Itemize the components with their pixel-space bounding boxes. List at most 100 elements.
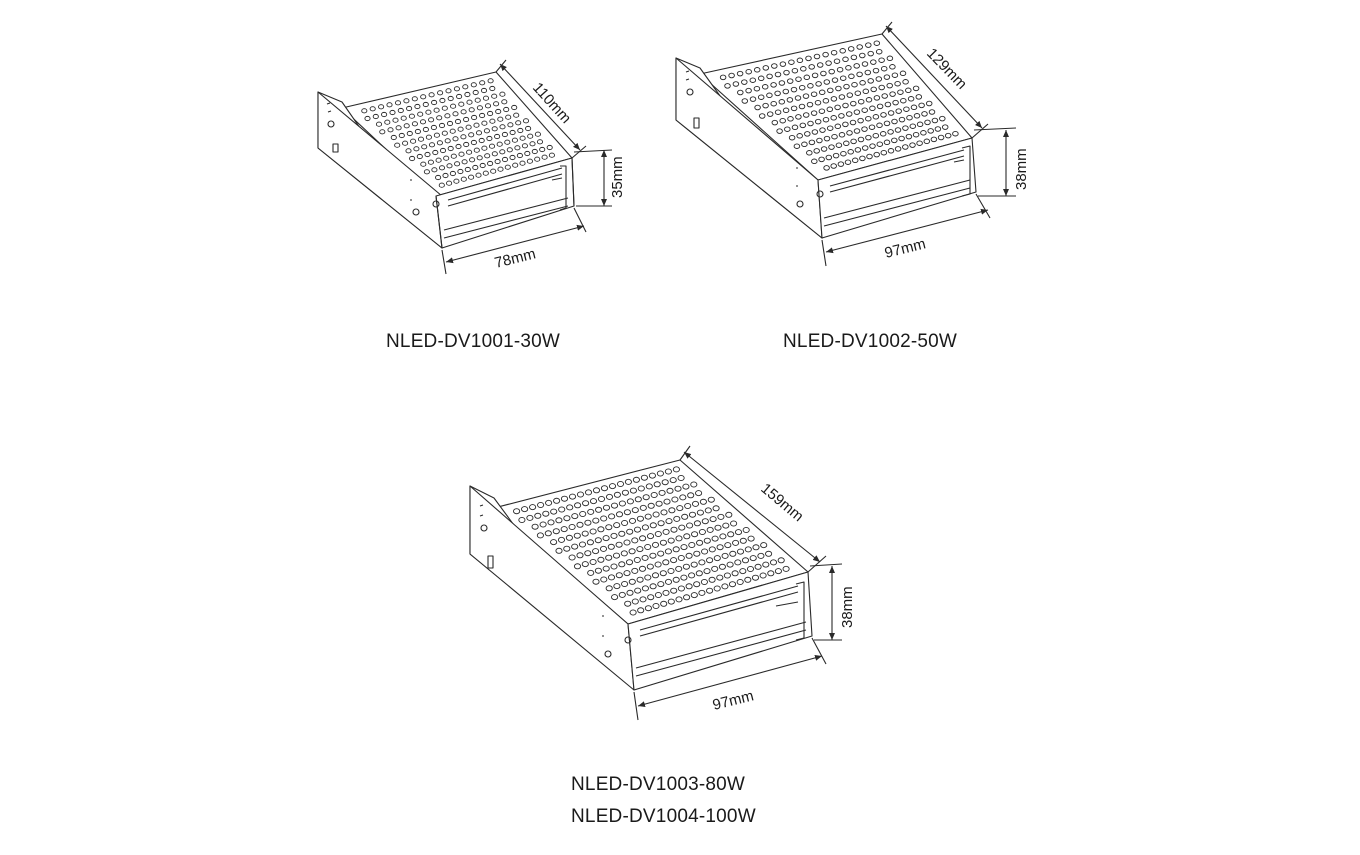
mounting-hole [604, 650, 612, 658]
vent-hole [718, 563, 726, 570]
vent-hole [774, 109, 782, 115]
vent-hole [870, 59, 877, 65]
vent-hole [754, 104, 761, 111]
vent-hole [774, 90, 781, 97]
vent-hole [581, 530, 589, 537]
vent-hole [683, 594, 691, 601]
vent-hole [634, 496, 642, 503]
vent-hole [398, 132, 405, 139]
vent-hole [666, 487, 674, 494]
vent-hole [435, 174, 442, 181]
vent-hole [466, 149, 473, 155]
vent-hole [555, 547, 563, 554]
vent-hole [873, 151, 880, 158]
vent-hole [883, 139, 891, 146]
vent-hole [865, 134, 872, 141]
vent-hole [796, 57, 804, 64]
vent-hole [690, 561, 698, 568]
vent-hole [795, 114, 802, 120]
vent-hole [818, 89, 826, 96]
vent-hole [612, 552, 621, 559]
vent-hole [857, 117, 864, 124]
vent-hole [599, 545, 608, 552]
vent-hole [732, 81, 740, 87]
vent-hole [600, 485, 609, 492]
vent-hole [534, 156, 541, 162]
vent-hole [421, 144, 428, 150]
vent-hole [856, 44, 863, 50]
vent-hole [411, 96, 418, 102]
vent-hole [815, 81, 822, 87]
vent-hole [875, 48, 883, 55]
vent-hole [512, 162, 519, 168]
vent-hole [766, 111, 774, 117]
vent-hole [431, 167, 438, 173]
vent-hole [682, 563, 690, 570]
vent-hole [461, 159, 468, 165]
vent-hole [820, 146, 828, 152]
vent-hole [838, 94, 846, 100]
vent-hole [592, 517, 600, 524]
vent-hole [446, 120, 454, 127]
vent-hole [639, 504, 647, 511]
vent-hole [547, 519, 555, 526]
vent-hole [417, 136, 425, 142]
vent-hole [579, 511, 587, 517]
vent-hole [810, 110, 818, 116]
terminal-rail [551, 165, 567, 211]
vent-hole [757, 94, 765, 100]
vent-hole [623, 570, 631, 577]
vent-hole [794, 95, 802, 101]
vent-hole [487, 160, 494, 167]
vent-hole [544, 530, 552, 537]
vent-hole [444, 138, 451, 144]
vent-hole [605, 493, 614, 500]
vent-hole [641, 554, 649, 561]
vent-hole [594, 567, 602, 574]
vent-hole [736, 70, 744, 77]
vent-hole [731, 570, 739, 577]
vent-hole [758, 113, 766, 119]
vent-hole [504, 164, 511, 170]
vent-hole [838, 113, 845, 119]
vent-hole [654, 561, 662, 568]
vent-hole [798, 103, 806, 110]
vent-hole [744, 576, 752, 583]
vent-hole [700, 579, 708, 585]
vent-hole [364, 115, 371, 122]
vent-hole [397, 107, 404, 114]
vent-hole [816, 62, 824, 68]
vent-hole [439, 97, 446, 104]
vent-hole [386, 102, 393, 108]
vent-hole [534, 512, 542, 519]
vent-hole [656, 470, 664, 477]
vent-hole [437, 90, 444, 96]
vent-hole [629, 609, 637, 616]
vent-hole [651, 572, 660, 579]
vent-hole [944, 132, 952, 139]
vent-hole [669, 477, 677, 484]
vent-hole [616, 481, 625, 487]
vent-hole [762, 561, 770, 568]
vent-hole [602, 565, 610, 572]
vent-hole [471, 114, 478, 121]
vent-hole [766, 92, 773, 99]
vent-hole [408, 113, 415, 119]
vent-hole [464, 91, 471, 98]
vent-hole [615, 511, 624, 518]
vent-hole [390, 134, 397, 141]
vent-hole [916, 140, 923, 146]
vent-hole [449, 128, 456, 134]
vent-hole [728, 72, 735, 79]
vent-hole [587, 508, 595, 515]
vent-hole [644, 513, 652, 520]
vent-hole [788, 134, 796, 141]
vent-hole [811, 72, 819, 79]
vent-hole [531, 523, 539, 530]
vent-hole [649, 552, 657, 559]
vent-hole [716, 574, 724, 581]
vent-hole [446, 163, 453, 169]
vent-hole [573, 563, 582, 570]
vent-hole [454, 118, 462, 125]
vent-hole [865, 42, 872, 48]
